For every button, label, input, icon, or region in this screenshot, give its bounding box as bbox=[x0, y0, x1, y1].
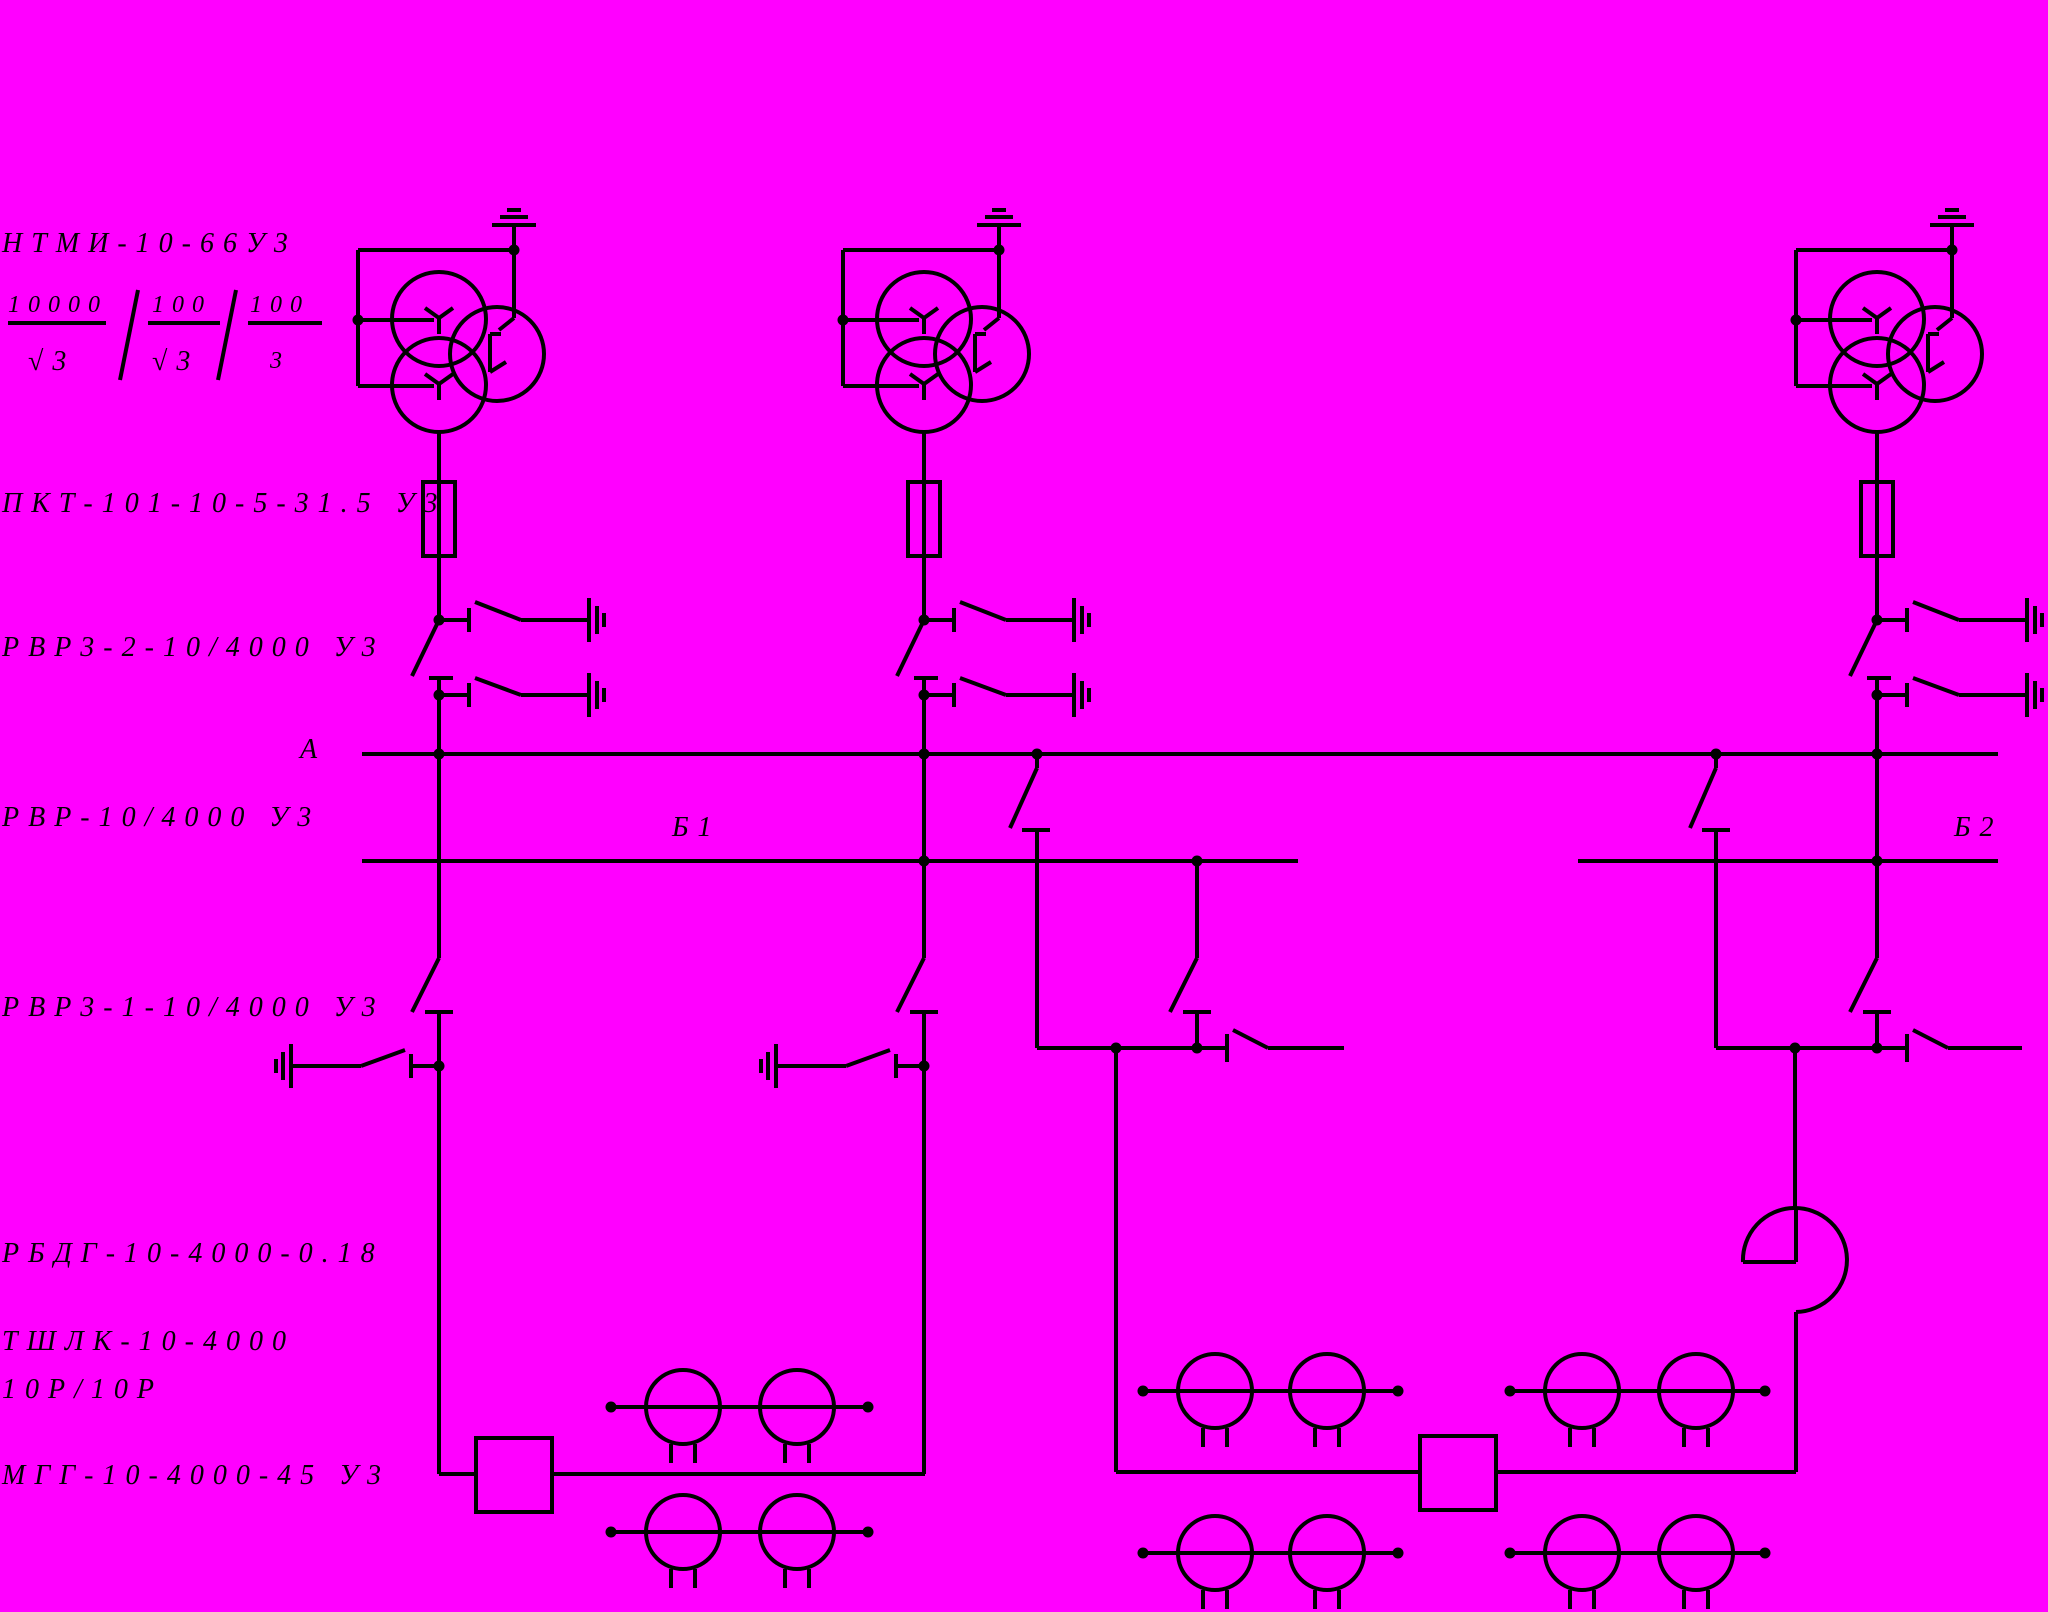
rvrz1-switch-b2 bbox=[1716, 1012, 2022, 1062]
ct-group-center-bottom bbox=[1137, 1514, 1404, 1609]
vt-column-2 bbox=[759, 208, 1091, 1474]
ct-class-label: 10Р/10Р bbox=[2, 1374, 163, 1405]
rvr-switch-1 bbox=[1008, 748, 1050, 1048]
breaker-center bbox=[1418, 1434, 1498, 1512]
svg-text:3: 3 bbox=[269, 348, 290, 374]
breaker-model-label: МГГ-10-4000-45 У3 bbox=[1, 1460, 390, 1491]
svg-text:10000: 10000 bbox=[8, 292, 108, 318]
svg-text:√3: √3 bbox=[28, 346, 75, 377]
ct-group-right-top bbox=[1504, 1352, 1771, 1447]
rvr-model-label: РВР-10/4000 У3 bbox=[1, 802, 320, 833]
ct-group-left-bottom bbox=[605, 1493, 874, 1588]
rvrz2-model-label: РВР3-2-10/4000 У3 bbox=[1, 632, 385, 663]
bus-a-label: А bbox=[298, 734, 326, 765]
rvrz1-switch-b1 bbox=[1037, 855, 1344, 1062]
vt-ratio-label: 10000 √3 100 √3 100 3 bbox=[8, 289, 322, 381]
reactor-model-label: РБДГ-10-4000-0.18 bbox=[1, 1238, 384, 1269]
svg-text:100: 100 bbox=[250, 292, 310, 318]
fuse-model-label: ПКТ-101-10-5-31.5 У3 bbox=[1, 488, 447, 519]
svg-text:100: 100 bbox=[152, 292, 212, 318]
ct-model-label: ТШЛК-10-4000 bbox=[2, 1326, 295, 1357]
reactor bbox=[1740, 1206, 1849, 1314]
ct-group-right-bottom bbox=[1504, 1514, 1771, 1609]
vt-model-label: НТМИ-10-66У3 bbox=[1, 228, 297, 259]
tie-feeder bbox=[1110, 1042, 1798, 1474]
rvrz1-model-label: РВР3-1-10/4000 У3 bbox=[1, 992, 385, 1023]
ct-group-left-top bbox=[605, 1368, 874, 1463]
svg-text:√3: √3 bbox=[152, 346, 199, 377]
bus-b2-label: Б2 bbox=[1953, 812, 2003, 843]
ct-group-center-top bbox=[1137, 1352, 1404, 1447]
vt-column-3 bbox=[1790, 208, 2044, 1014]
rvr-switch-2 bbox=[1688, 748, 1730, 1048]
bus-b1-label: Б1 bbox=[671, 812, 721, 843]
vt-column-1 bbox=[274, 208, 606, 1474]
breaker-left bbox=[474, 1436, 554, 1514]
